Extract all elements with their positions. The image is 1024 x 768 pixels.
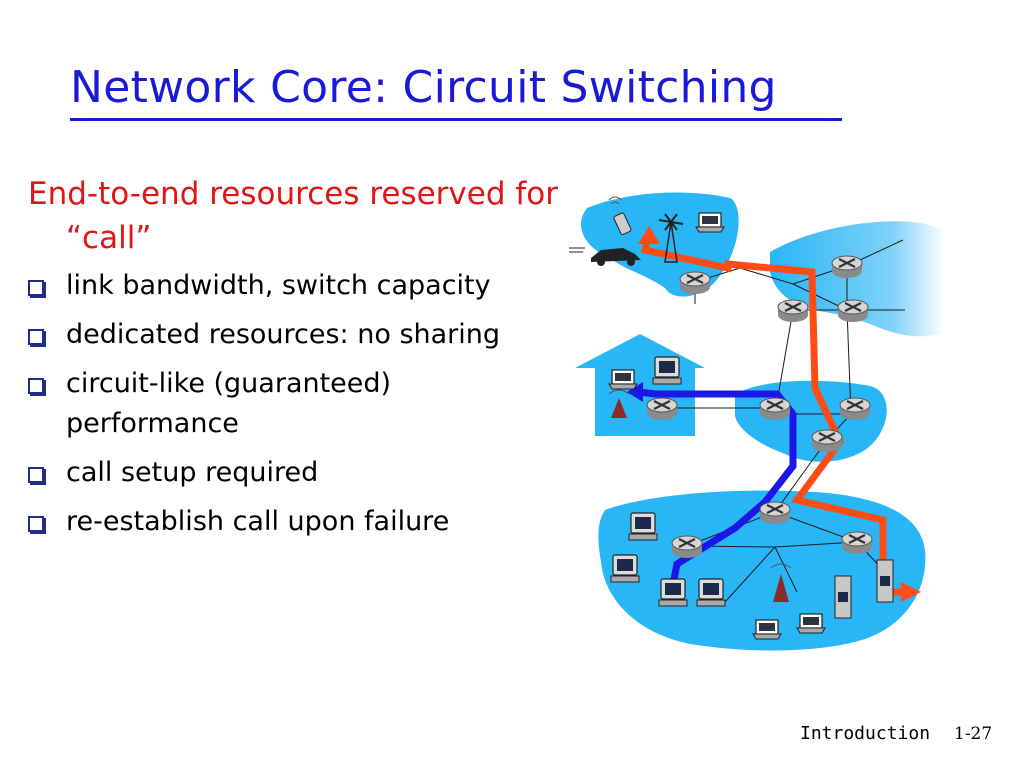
bullet-item: call setup required — [28, 453, 578, 493]
arrowhead-red-right — [901, 582, 921, 602]
router-icon — [758, 500, 792, 526]
laptop-icon — [752, 619, 782, 640]
page-number: 1-27 — [954, 724, 993, 744]
router-icon — [758, 396, 792, 422]
bullet-item: circuit-like (guaranteed) performance — [28, 364, 506, 444]
checkbox-bullet-icon — [28, 516, 44, 532]
bullet-item: link bandwidth, switch capacity — [28, 266, 578, 306]
desktop-computer-icon — [652, 356, 682, 385]
desktop-computer-icon — [628, 512, 658, 541]
antenna-icon — [608, 389, 630, 418]
router-icon — [840, 530, 874, 556]
footer-label: Introduction — [800, 723, 931, 744]
laptop-icon — [695, 212, 725, 233]
slide-content: End-to-end resources reserved for “call”… — [28, 172, 578, 551]
bullet-text: re-establish call upon failure — [66, 506, 450, 537]
router-icon — [678, 270, 712, 296]
server-icon — [834, 575, 852, 619]
router-icon — [810, 428, 844, 454]
network-diagram — [569, 192, 945, 651]
title-underline — [70, 118, 842, 121]
server-icon — [876, 559, 894, 603]
circuit-path-red — [640, 231, 902, 596]
desktop-computer-icon — [696, 578, 726, 607]
bullet-list: link bandwidth, switch capacity dedicate… — [28, 266, 578, 542]
bullet-text: circuit-like (guaranteed) performance — [66, 368, 392, 439]
desktop-computer-icon — [658, 578, 688, 607]
desktop-computer-icon — [610, 554, 640, 583]
bullet-item: dedicated resources: no sharing — [28, 315, 578, 355]
laptop-icon — [608, 369, 638, 390]
bullet-item: re-establish call upon failure — [28, 502, 578, 542]
checkbox-bullet-icon — [28, 280, 44, 296]
router-icon — [776, 298, 810, 324]
cell-phone-icon — [608, 196, 632, 236]
bullet-text: link bandwidth, switch capacity — [66, 270, 491, 301]
checkbox-bullet-icon — [28, 329, 44, 345]
slide-title: Network Core: Circuit Switching — [70, 62, 777, 113]
router-icon — [670, 534, 704, 560]
mobile-network-cloud — [581, 192, 739, 297]
checkbox-bullet-icon — [28, 467, 44, 483]
router-icon — [838, 396, 872, 422]
car-icon — [569, 247, 641, 266]
arrowhead-red-top — [638, 226, 660, 244]
router-icon — [645, 396, 679, 422]
antenna-icon — [770, 563, 792, 602]
arrowhead-blue-left — [627, 382, 643, 402]
bullet-text: call setup required — [66, 457, 319, 488]
lead-text: End-to-end resources reserved for “call” — [28, 176, 558, 256]
laptop-icon — [796, 613, 826, 634]
checkbox-bullet-icon — [28, 378, 44, 394]
router-icon — [836, 298, 870, 324]
cell-tower-icon — [658, 213, 684, 263]
router-icon — [830, 254, 864, 280]
bullet-text: dedicated resources: no sharing — [66, 319, 501, 350]
